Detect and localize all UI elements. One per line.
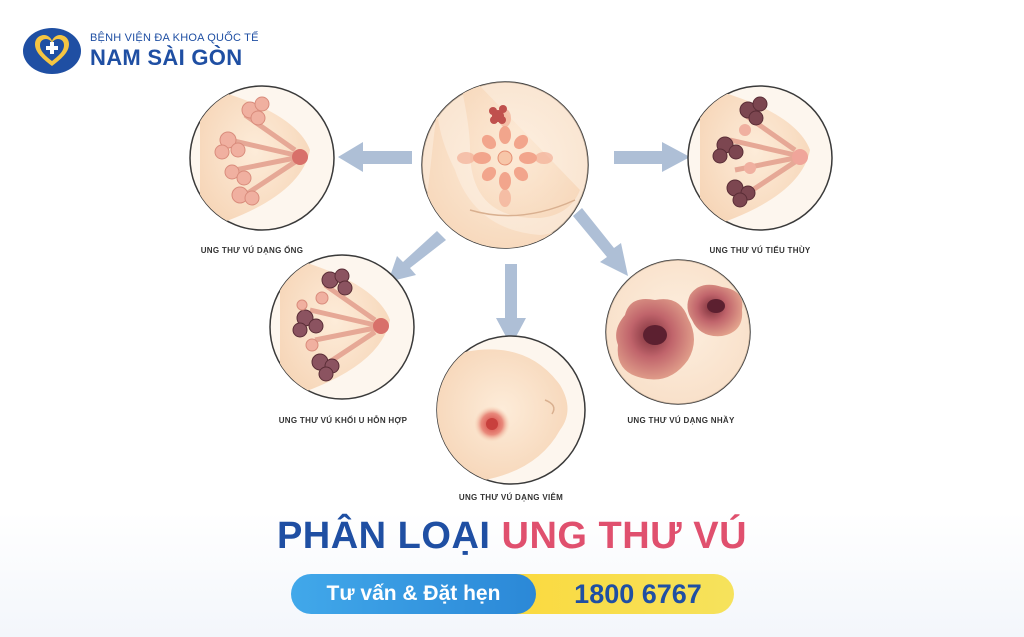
hotline-number[interactable]: 1800 6767: [574, 578, 702, 609]
ductal-circle: [189, 85, 335, 231]
mixed-circle: [269, 254, 415, 400]
hospital-logo-icon: [23, 28, 81, 74]
arrow-to-lobular: [614, 142, 690, 172]
title-part-2: UNG THƯ VÚ: [501, 515, 748, 557]
consult-booking-button[interactable]: Tư vấn & Đặt hẹn: [291, 574, 536, 614]
arrow-to-mixed: [388, 231, 446, 282]
arrow-to-ductal: [338, 142, 412, 172]
label-lobular: UNG THƯ VÚ TIỂU THÙY: [709, 246, 811, 255]
mucinous-circle: [605, 259, 751, 405]
title-part-1: PHÂN LOẠI: [276, 515, 491, 557]
center-breast-circle: [421, 81, 589, 249]
arrow-to-mucinous: [573, 208, 628, 276]
page-title: PHÂN LOẠI UNG THƯ VÚ: [0, 515, 1024, 558]
brand-name: NAM SÀI GÒN: [90, 44, 243, 70]
arrow-to-inflammatory: [496, 264, 526, 346]
lobular-circle: [687, 85, 833, 231]
brand-subtitle: BỆNH VIỆN ĐA KHOA QUỐC TẾ: [90, 31, 259, 44]
brand-header: BỆNH VIỆN ĐA KHOA QUỐC TẾ NAM SÀI GÒN: [22, 26, 259, 76]
breast-cancer-diagram: [189, 81, 833, 485]
label-mixed: UNG THƯ VÚ KHỐI U HỖN HỢP: [278, 416, 408, 425]
label-inflammatory: UNG THƯ VÚ DẠNG VIÊM: [458, 493, 564, 502]
arrows: [338, 142, 690, 346]
booking-cta[interactable]: Tư vấn & Đặt hẹn 1800 6767: [291, 574, 734, 614]
inflammatory-circle: [436, 335, 586, 485]
label-mucinous: UNG THƯ VÚ DẠNG NHẦY: [627, 416, 735, 425]
label-ductal: UNG THƯ VÚ DẠNG ỐNG: [200, 246, 304, 255]
